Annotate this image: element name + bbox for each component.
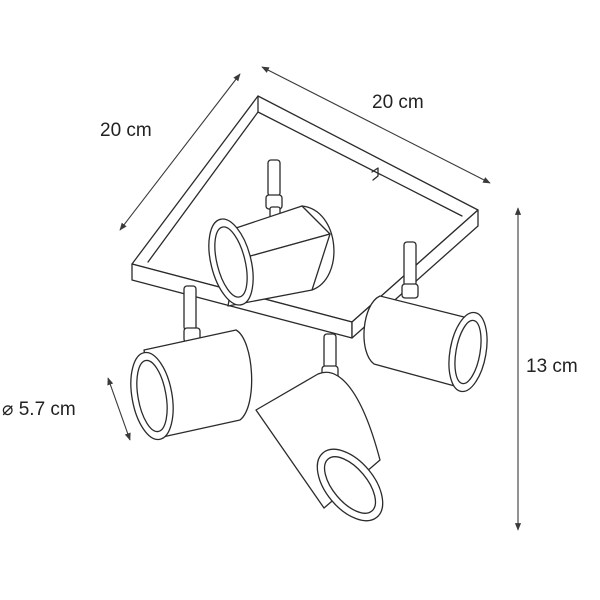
dimension-line-width-top — [261, 66, 491, 184]
dimension-line-depth-left — [119, 73, 241, 231]
dimension-line-diameter — [107, 377, 131, 441]
spotlight-left — [130, 285, 253, 441]
label-width-top: 20 cm — [372, 92, 424, 113]
label-depth-left: 20 cm — [100, 120, 152, 141]
spotlight-right — [363, 241, 488, 393]
label-diameter: ⌀ 5.7 cm — [2, 399, 76, 420]
spotlight-back — [208, 159, 335, 307]
spotlight-front — [255, 333, 384, 522]
label-height-right: 13 cm — [526, 356, 578, 377]
